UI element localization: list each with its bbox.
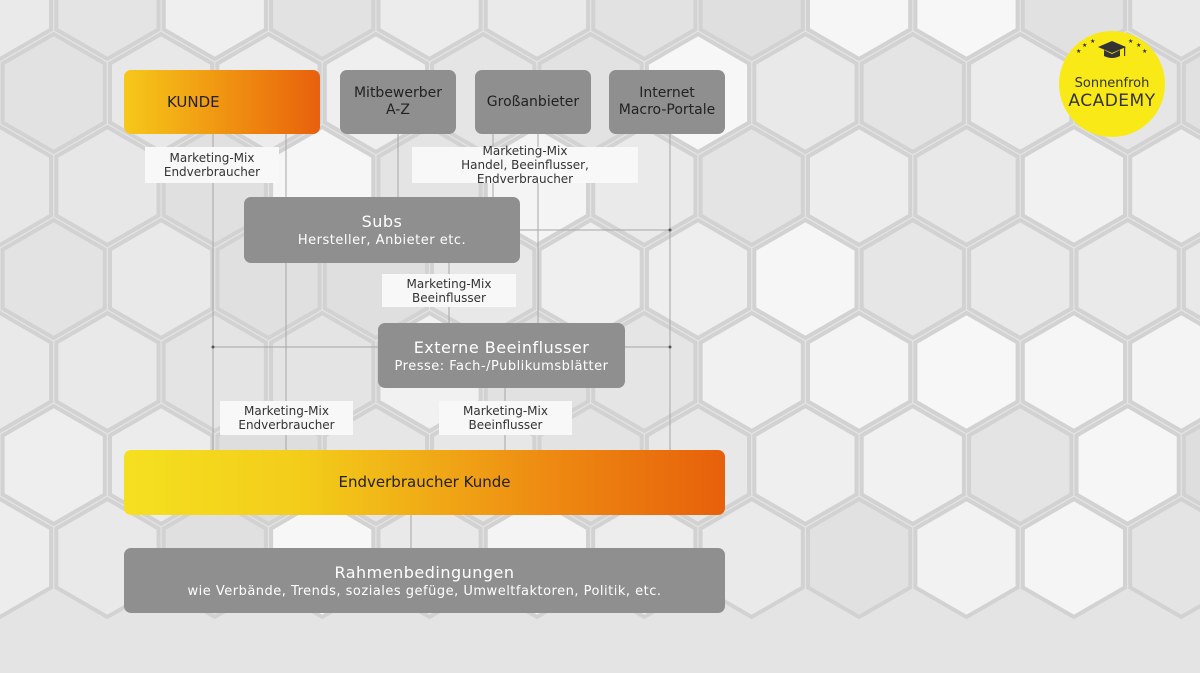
hexagon (0, 496, 54, 620)
hexagon (0, 124, 54, 248)
marketing-mix-endverbraucher-bottom-label: Marketing-Mix Endverbraucher (220, 401, 353, 435)
hexagon (1128, 124, 1200, 248)
hexagon (806, 496, 913, 620)
hexagon (54, 310, 161, 434)
hexagon (859, 31, 966, 155)
mitbewerber-line2: A-Z (386, 102, 410, 118)
hexagon (698, 0, 805, 62)
svg-text:★: ★ (1076, 48, 1081, 55)
hexagon (0, 0, 54, 62)
marketing-mix-handel-label: Marketing-Mix Handel, Beeinflusser, Endv… (412, 144, 638, 186)
hexagon (1074, 403, 1181, 527)
marketing-mix-beeinflusser-bottom-label: Marketing-Mix Beeinflusser (439, 401, 572, 435)
grossanbieter-label: Großanbieter (486, 93, 580, 110)
svg-text:★: ★ (1090, 38, 1095, 45)
hexagon (913, 0, 1020, 62)
label-line2: Beeinflusser (468, 418, 543, 432)
label-line2: Beeinflusser (412, 290, 486, 305)
hexagon (0, 310, 54, 434)
hexagon (698, 310, 805, 434)
kunde-box: KUNDE (124, 70, 320, 134)
hexagon (1128, 0, 1200, 62)
rahmenbedingungen-box: Rahmenbedingungen wie Verbände, Trends, … (124, 548, 725, 613)
hexagon (54, 124, 161, 248)
mitbewerber-line1: Mitbewerber (353, 85, 443, 101)
hexagon (54, 0, 161, 62)
label-line1: Marketing-Mix (244, 404, 329, 418)
hexagon (752, 217, 859, 341)
hexagon (859, 403, 966, 527)
hexagon (1181, 237, 1200, 321)
hexagon (859, 217, 966, 341)
hexagon (1074, 217, 1181, 341)
endverbraucher-label: Endverbraucher Kunde (338, 473, 511, 491)
sonnenfroh-academy-logo: ★ ★ ★ ★ ★ ★ Sonnenfroh ACADEMY (1059, 31, 1165, 137)
hexagon (1128, 496, 1200, 620)
label-line2: Endverbraucher (238, 418, 335, 432)
hexagon (752, 31, 859, 155)
hexagon (269, 0, 376, 62)
hexagon (913, 310, 1020, 434)
label-line2: Endverbraucher (163, 165, 261, 179)
hexagon (591, 0, 698, 62)
hexagon (967, 217, 1074, 341)
externe-title: Externe Beeinflusser (413, 337, 590, 357)
hexagon (1020, 496, 1127, 620)
internet-box: Internet Macro-Portale (609, 70, 725, 134)
mitbewerber-box: Mitbewerber A-Z (340, 70, 456, 134)
svg-text:★: ★ (1128, 38, 1133, 45)
hexagon (1181, 51, 1200, 135)
marketing-mix-beeinflusser-mid-label: Marketing-Mix Beeinflusser (382, 274, 516, 307)
hexagon (537, 217, 644, 341)
hexagon (0, 31, 107, 155)
hexagon (108, 217, 215, 341)
subs-box: Subs Hersteller, Anbieter etc. (244, 197, 520, 263)
hexagon (376, 0, 483, 62)
hexagon (161, 0, 268, 62)
hexagon (1181, 423, 1200, 507)
logo-line1: Sonnenfroh (1074, 75, 1150, 91)
label-line1: Marketing-Mix (482, 144, 568, 158)
subs-title: Subs (361, 212, 403, 231)
internet-line2: Macro-Portale (618, 102, 716, 118)
kunde-label: KUNDE (167, 92, 220, 111)
hexagon (913, 124, 1020, 248)
connector-dot (668, 228, 672, 232)
hexagon (698, 124, 805, 248)
externe-subtitle: Presse: Fach-/Publikumsblätter (394, 358, 609, 374)
hexagon (0, 403, 107, 527)
rahmen-title: Rahmenbedingungen (334, 562, 515, 582)
hexagon (806, 310, 913, 434)
hexagon (1020, 124, 1127, 248)
rahmen-subtitle: wie Verbände, Trends, soziales gefüge, U… (187, 583, 662, 599)
hexagon (913, 496, 1020, 620)
internet-line1: Internet (639, 85, 695, 101)
label-line2: Handel, Beeinflusser, Endverbraucher (461, 158, 589, 186)
subs-subtitle: Hersteller, Anbieter etc. (297, 233, 467, 248)
hexagon (806, 0, 913, 62)
label-line1: Marketing-Mix (463, 404, 548, 418)
hexagon (752, 403, 859, 527)
graduation-cap-icon: ★ ★ ★ ★ ★ ★ (1076, 38, 1147, 58)
grossanbieter-box: Großanbieter (475, 70, 591, 134)
endverbraucher-kunde-box: Endverbraucher Kunde (124, 450, 725, 515)
hexagon (806, 124, 913, 248)
hexagon (644, 217, 752, 341)
connector-dot (668, 345, 672, 349)
externe-beeinflusser-box: Externe Beeinflusser Presse: Fach-/Publi… (378, 323, 625, 388)
label-line1: Marketing-Mix (406, 276, 492, 291)
label-line1: Marketing-Mix (169, 151, 255, 165)
svg-text:★: ★ (1136, 42, 1141, 49)
hexagon (967, 403, 1074, 527)
marketing-mix-endverbraucher-top-label: Marketing-Mix Endverbraucher (145, 147, 279, 183)
svg-text:★: ★ (1142, 48, 1147, 55)
hexagon (1020, 310, 1127, 434)
logo-line2: ACADEMY (1068, 90, 1156, 111)
hexagon (483, 0, 590, 62)
hexagon (0, 217, 107, 341)
svg-text:★: ★ (1082, 42, 1087, 49)
connector-dot (211, 345, 215, 349)
hexagon (1128, 310, 1200, 434)
hexagon (967, 31, 1074, 155)
